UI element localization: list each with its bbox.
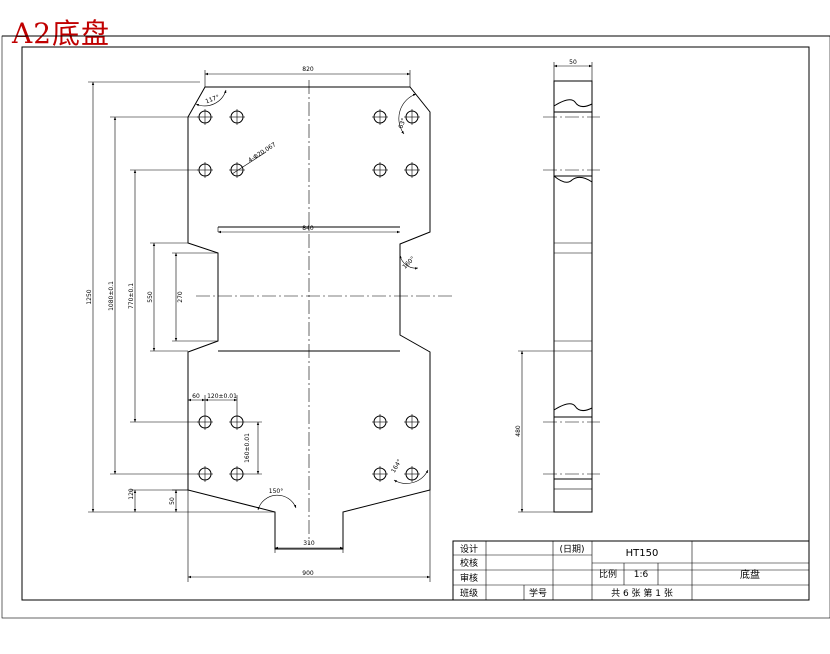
dim-angle-bottom-right: 164° [390,458,403,474]
drawing-title: A2底盘 [12,17,111,50]
angle-arcs [195,89,429,511]
side-view-outline [553,80,593,513]
extension-lines [88,70,431,582]
dim-angle-bottom-left: 150° [269,488,283,495]
title-block [452,540,810,601]
inner-frame [21,46,810,601]
dim-total-height: 1250 [86,289,93,304]
tb-part-name: 底盘 [740,568,760,581]
tb-scale-label: 比例 [599,568,617,580]
tb-material: HT150 [626,548,659,559]
dim-offset-120: 120 [128,488,135,500]
dim-offset-50: 50 [169,497,176,505]
hole-group-top-right [372,109,420,178]
outer-frame [1,35,830,619]
tb-date: (日期) [559,544,584,555]
hatched-section-lower [553,416,593,480]
dim-side-height: 480 [515,425,522,437]
dim-mid-width: 840 [302,225,314,232]
tb-sheets: 共 6 张 第 1 张 [611,587,673,599]
dimension-lines [91,72,430,579]
dim-hole-spec: 4-Φ20.067 [247,141,278,164]
dim-hole-y-span: 160±0.01 [244,433,251,463]
dim-hole-x2: 120±0.01 [207,393,237,400]
dim-bottom-width: 900 [302,570,314,577]
tb-check: 校核 [460,557,478,569]
hatched-section-upper [553,111,593,177]
dim-neck-height: 550 [147,291,154,303]
tb-class: 班级 [460,587,478,599]
side-view [518,62,600,513]
dim-inner-height: 270 [177,291,184,303]
dim-hole-x1: 60 [192,393,200,400]
hole-group-bottom-left [197,414,245,482]
dim-angle-top-right: 63° [397,117,407,129]
dim-side-thickness: 50 [569,59,577,66]
tb-scale-value: 1:6 [634,570,649,580]
tb-student-no: 学号 [529,587,547,599]
dim-hole-span-1: 1080±0.1 [108,281,115,311]
tb-design: 设计 [460,543,478,555]
dim-angle-top-left: 117° [204,94,220,106]
dim-slot-width: 310 [303,540,315,547]
tb-review: 审核 [460,572,478,584]
dim-top-width: 820 [302,66,314,73]
dim-hole-span-2: 770±0.1 [128,283,135,309]
hole-group-top-left [197,109,245,178]
